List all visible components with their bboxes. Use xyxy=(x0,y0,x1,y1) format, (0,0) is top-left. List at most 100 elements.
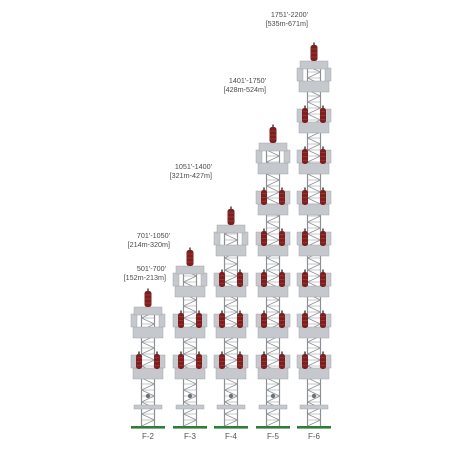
mast-brace xyxy=(266,317,280,325)
level-platform xyxy=(257,367,289,380)
tower-level xyxy=(172,351,208,380)
mast-brace xyxy=(224,275,238,283)
mast-brace xyxy=(266,311,280,319)
mast-brace xyxy=(141,317,155,325)
mast-brace xyxy=(307,191,321,199)
level-platform xyxy=(257,162,289,175)
tower-level xyxy=(255,269,291,298)
mast-brace xyxy=(266,359,280,367)
level-side-panel xyxy=(324,67,332,82)
tower-ground-base xyxy=(256,426,290,429)
mast-brace xyxy=(266,269,280,277)
tower-level xyxy=(258,393,288,410)
mast-brace xyxy=(266,227,280,235)
tower-f-4 xyxy=(213,206,249,429)
mast-brace xyxy=(141,419,155,427)
mast-brace xyxy=(224,413,238,421)
tower-level xyxy=(172,247,208,298)
tower-level xyxy=(299,393,329,410)
mast-brace xyxy=(307,71,321,79)
mast-brace xyxy=(307,383,321,391)
level-side-panel xyxy=(200,272,208,287)
level-side-panel xyxy=(172,272,180,287)
cylinder-cap xyxy=(322,228,324,231)
tower-level xyxy=(296,187,332,216)
mast-brace xyxy=(183,359,197,367)
tower-level xyxy=(175,393,205,410)
cylinder-cap xyxy=(304,269,306,272)
range-label-f3: 701'-1050' [214m-320m] xyxy=(100,231,170,249)
mast-brace xyxy=(224,257,238,265)
level-platform xyxy=(174,367,206,380)
mast-brace xyxy=(266,275,280,283)
level-platform xyxy=(298,203,330,216)
range-m-f3: [214m-320m] xyxy=(127,240,170,249)
mast-brace xyxy=(307,419,321,427)
mast-brace xyxy=(307,179,321,187)
range-ft-f5: 1401'-1750' xyxy=(228,76,266,85)
level-support-frame xyxy=(175,404,205,410)
mast-brace xyxy=(224,359,238,367)
level-side-panel xyxy=(130,313,138,328)
cylinder-cap xyxy=(239,269,241,272)
level-platform xyxy=(257,244,289,257)
mast-brace xyxy=(307,215,321,223)
range-m-f6: [535m-671m] xyxy=(265,19,308,28)
cylinder-cap xyxy=(180,351,182,354)
mast-brace xyxy=(266,389,280,397)
cylinder-cap xyxy=(304,310,306,313)
top-frame xyxy=(175,265,205,275)
mast-brace xyxy=(266,299,280,307)
mast-brace xyxy=(307,395,321,403)
level-platform xyxy=(257,285,289,298)
range-m-f4: [321m-427m] xyxy=(169,171,212,180)
mast-brace xyxy=(183,389,197,397)
level-platform xyxy=(257,326,289,339)
cylinder-cap xyxy=(156,351,158,354)
mast-brace xyxy=(183,317,197,325)
tower-level xyxy=(255,124,291,175)
mast-brace xyxy=(307,173,321,181)
mast-brace xyxy=(224,395,238,403)
range-label-f6: 1751'-2200' [535m-671m] xyxy=(238,10,308,28)
level-platform xyxy=(215,285,247,298)
mast-brace xyxy=(307,353,321,361)
level-platform xyxy=(215,244,247,257)
mast-brace xyxy=(183,419,197,427)
mast-brace xyxy=(224,383,238,391)
top-frame xyxy=(258,142,288,152)
mast-brace xyxy=(266,215,280,223)
mast-brace xyxy=(224,269,238,277)
mast-brace xyxy=(224,305,238,313)
tower-level xyxy=(296,310,332,339)
cylinder-cap xyxy=(180,310,182,313)
level-side-panel xyxy=(241,231,249,246)
cylinder-cap xyxy=(221,269,223,272)
tower-level xyxy=(255,351,291,380)
mast-brace xyxy=(224,419,238,427)
tower-level xyxy=(213,269,249,298)
level-side-panel xyxy=(283,149,291,164)
range-label-f2: 501'-700' [152m-213m] xyxy=(96,264,166,282)
mast-brace xyxy=(266,155,280,163)
mast-brace xyxy=(266,347,280,355)
mast-brace xyxy=(266,305,280,313)
level-side-panel xyxy=(158,313,166,328)
mast-brace xyxy=(307,275,321,283)
mast-brace xyxy=(266,383,280,391)
tower-label-f3: F-3 xyxy=(184,432,196,441)
range-ft-f3: 701'-1050' xyxy=(136,231,170,240)
cylinder-cap xyxy=(304,228,306,231)
cylinder-cap xyxy=(322,310,324,313)
range-ft-f6: 1751'-2200' xyxy=(270,10,308,19)
mast-brace xyxy=(307,233,321,241)
cylinder-cap xyxy=(230,206,232,209)
cylinder-cap xyxy=(198,310,200,313)
mast-brace xyxy=(141,353,155,361)
mast-brace xyxy=(307,227,321,235)
mast-brace xyxy=(266,257,280,265)
level-platform xyxy=(298,244,330,257)
mast-brace xyxy=(141,341,155,349)
mast-brace xyxy=(307,263,321,271)
